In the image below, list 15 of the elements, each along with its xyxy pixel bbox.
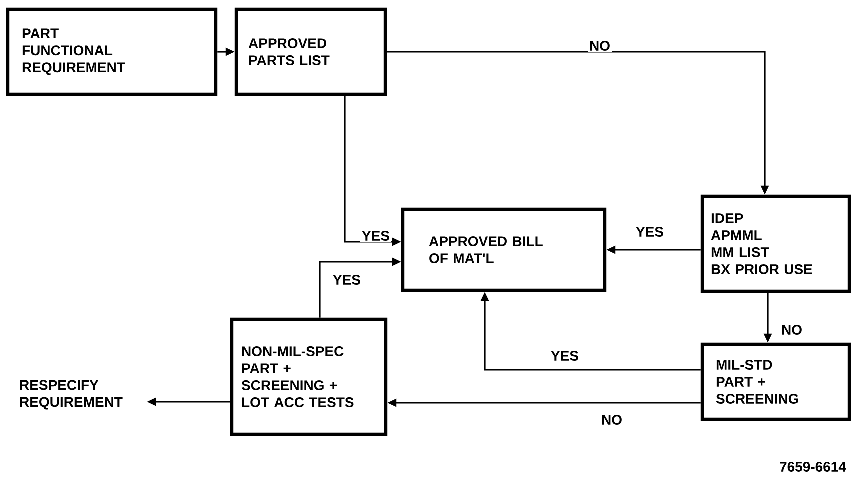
process-box: MIL-STD PART + SCREENING	[700, 342, 852, 422]
process-box: APPROVED PARTS LIST	[234, 8, 388, 96]
process-box: NON-MIL-SPEC PART + SCREENING + LOT ACC TESTS	[230, 318, 388, 436]
figure-number: 7659-6614	[780, 462, 846, 472]
process-box: PART FUNCTIONAL REQUIREMENT	[6, 8, 218, 96]
process-box: APPROVED BILL OF MAT'L	[401, 208, 607, 292]
process-box: IDEP APMML MM LIST BX PRIOR USE	[700, 194, 852, 294]
edge-label: YES	[550, 350, 580, 362]
edge-label: NO	[780, 324, 804, 336]
edge-label: YES	[360, 230, 392, 242]
edge-label: NO	[588, 40, 612, 52]
text-label: RESPECIFY REQUIREMENT	[20, 380, 123, 410]
edge-label: YES	[332, 274, 362, 286]
edge-label: YES	[634, 226, 666, 238]
edge-label: NO	[600, 414, 624, 426]
